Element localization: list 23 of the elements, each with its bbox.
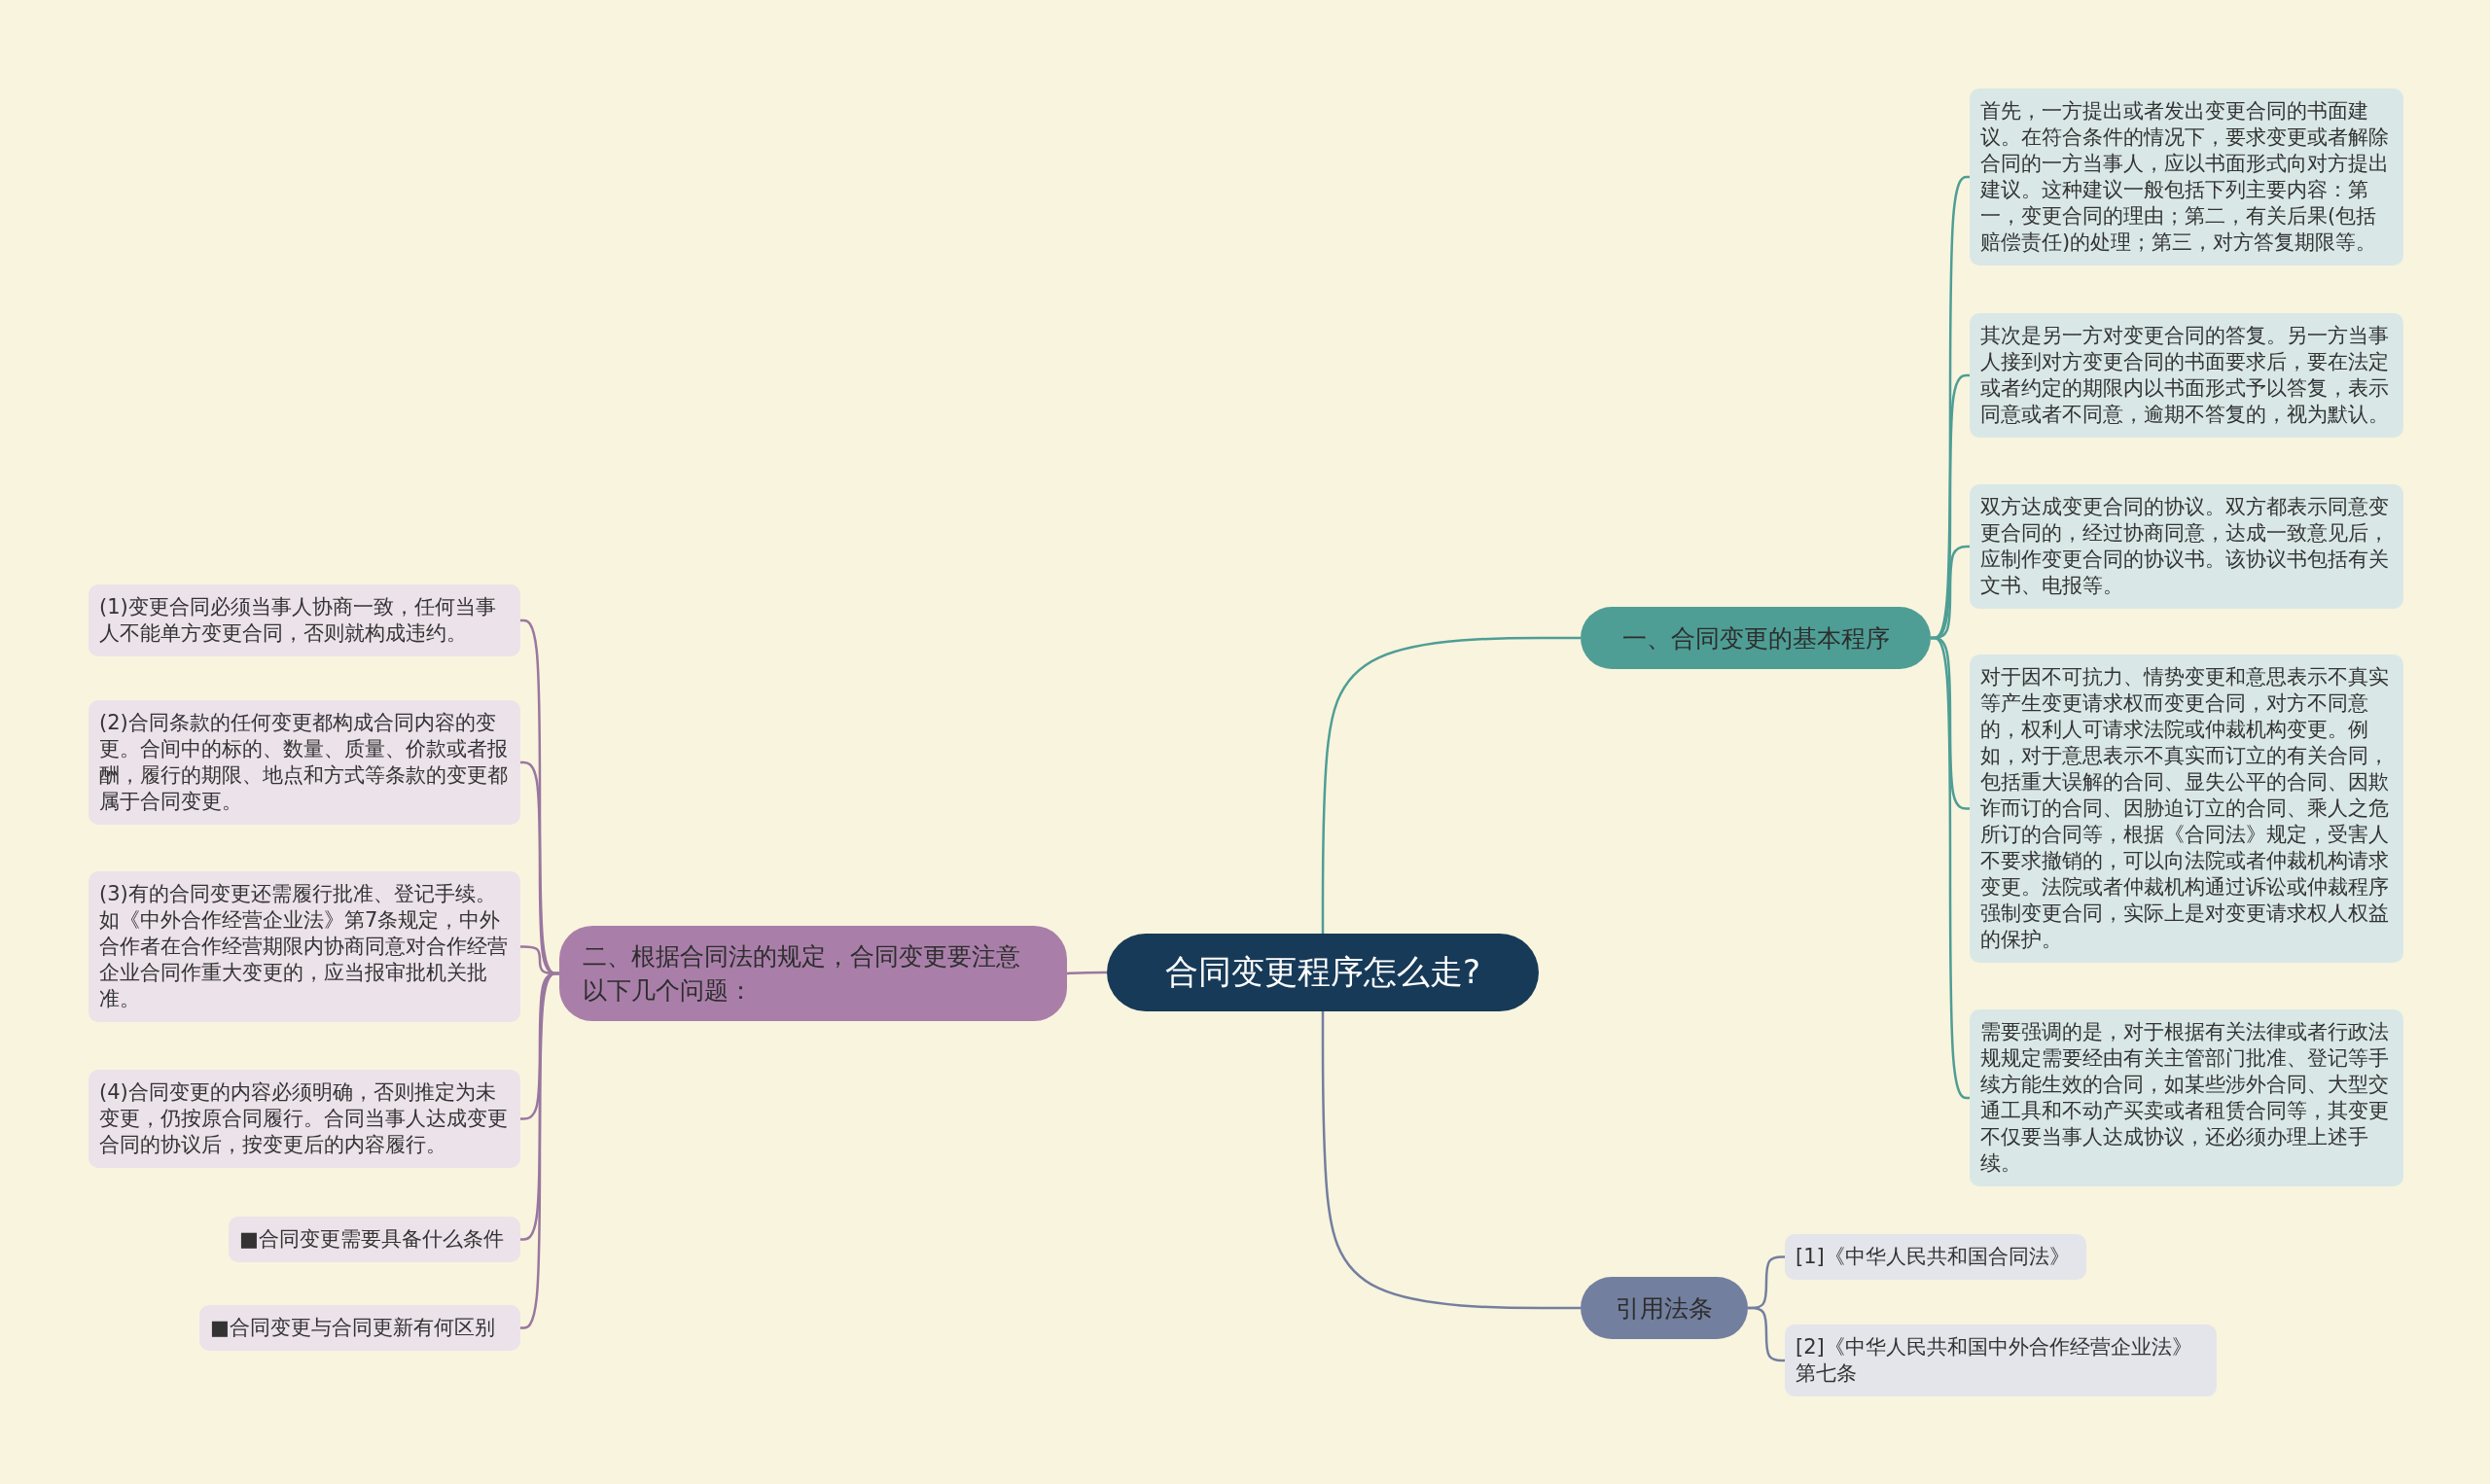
- connector-line: [1930, 636, 1971, 1100]
- note-card: ■合同变更需要具备什么条件: [229, 1217, 520, 1262]
- branch-topic: 一、合同变更的基本程序: [1581, 607, 1931, 669]
- connector-line: [1066, 971, 1107, 975]
- central-topic: 合同变更程序怎么走?: [1107, 934, 1539, 1011]
- note-card: (1)变更合同必须当事人协商一致，任何当事人不能单方变更合同，否则就构成违约。: [89, 584, 520, 656]
- connector-line: [1321, 1011, 1581, 1310]
- note-card: 需要强调的是，对于根据有关法律或者行政法规规定需要经由有关主管部门批准、登记等手续方能生效的合同，如某些涉外合同、大型交通工具和不动产买卖或者租赁合同等，其变更不仅要当事人达成协议，还必须办理上述手续。: [1970, 1009, 2403, 1186]
- note-card: 其次是另一方对变更合同的答复。另一方当事人接到对方变更合同的书面要求后，要在法定或者约定的期限内以书面形式予以答复，表示同意或者不同意，逾期不答复的，视为默认。: [1970, 313, 2403, 438]
- note-card: (2)合同条款的任何变更都构成合同内容的变更。合间中的标的、数量、质量、价款或者报酬，履行的期限、地点和方式等条款的变更都属于合同变更。: [89, 700, 520, 825]
- branch-topic: 引用法条: [1581, 1277, 1748, 1339]
- connector-line: [1748, 1306, 1785, 1362]
- note-card: [1]《中华人民共和国合同法》: [1785, 1234, 2086, 1280]
- note-card: 双方达成变更合同的协议。双方都表示同意变更合同的，经过协商同意，达成一致意见后，应制作变更合同的协议书。该协议书包括有关文书、电报等。: [1970, 484, 2403, 609]
- note-card: [2]《中华人民共和国中外合作经营企业法》第七条: [1785, 1325, 2217, 1396]
- note-card: 首先，一方提出或者发出变更合同的书面建议。在符合条件的情况下，要求变更或者解除合同的一方当事人，应以书面形式向对方提出建议。这种建议一般包括下列主要内容：第一，变更合同的理由；第二，有关后果(包括赔偿责任)的处理；第三，对方答复期限等。: [1970, 88, 2403, 265]
- connector-line: [1321, 636, 1581, 934]
- note-card: (4)合同变更的内容必须明确，否则推定为未变更，仍按原合同履行。合同当事人达成变更合同的协议后，按变更后的内容履行。: [89, 1070, 520, 1168]
- branch-topic: 二、根据合同法的规定，合同变更要注意以下几个问题：: [559, 926, 1067, 1021]
- note-card: 对于因不可抗力、情势变更和意思表示不真实等产生变更请求权而变更合同，对方不同意的，权利人可请求法院或仲裁机构变更。例如，对于意思表示不真实而订立的有关合同，包括重大误解的合同、显失公平的合同、因欺诈而订的合同、因胁迫订立的合同、乘人之危所订的合同等，根据《合同法》规定，受害人不要求撤销的，可以向法院或者仲裁机构请求变更。法院或者仲裁机构通过诉讼或仲裁程序强制变更合同，实际上是对变更请求权人权益的保护。: [1970, 654, 2403, 963]
- connector-line: [520, 972, 559, 1329]
- note-card: ■合同变更与合同更新有何区别: [199, 1305, 520, 1351]
- note-card: (3)有的合同变更还需履行批准、登记手续。如《中外合作经营企业法》第7条规定，中外合作者在合作经营期限内协商同意对合作经营企业合同作重大变更的，应当报审批机关批准。: [89, 871, 520, 1022]
